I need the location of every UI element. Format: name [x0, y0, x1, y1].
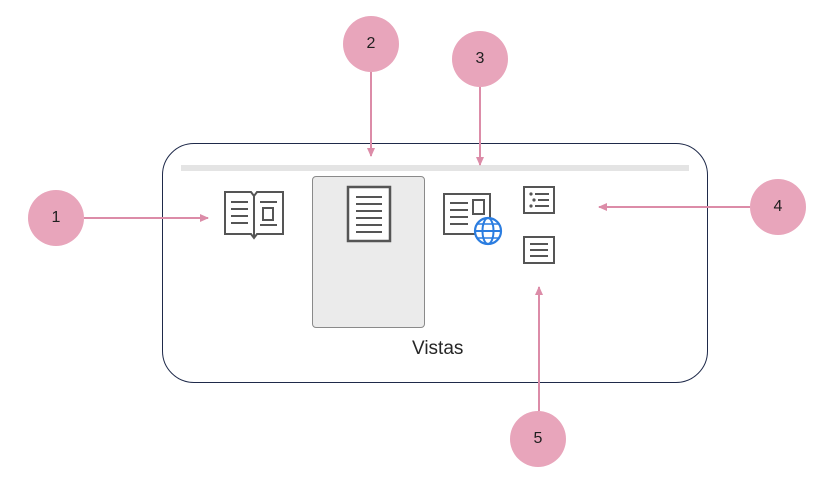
- callout-3: 3: [452, 31, 508, 87]
- group-label: Vistas: [412, 338, 464, 359]
- ribbon-strip: [181, 165, 689, 171]
- callout-5: 5: [510, 411, 566, 467]
- print-layout-button[interactable]: [312, 176, 425, 328]
- callout-4: 4: [750, 179, 806, 235]
- outline-view-button[interactable]: [522, 185, 556, 217]
- draft-page-icon: [522, 235, 556, 267]
- open-book-icon: [221, 188, 287, 242]
- draft-view-button[interactable]: [522, 235, 556, 267]
- document-page-icon: [346, 185, 394, 250]
- web-document-icon: [442, 190, 506, 248]
- list-view-icon: [522, 185, 556, 217]
- callout-1: 1: [28, 190, 84, 246]
- web-layout-button[interactable]: [442, 190, 506, 248]
- read-mode-button[interactable]: [221, 188, 287, 242]
- callout-2: 2: [343, 16, 399, 72]
- views-ribbon-group: [162, 143, 708, 383]
